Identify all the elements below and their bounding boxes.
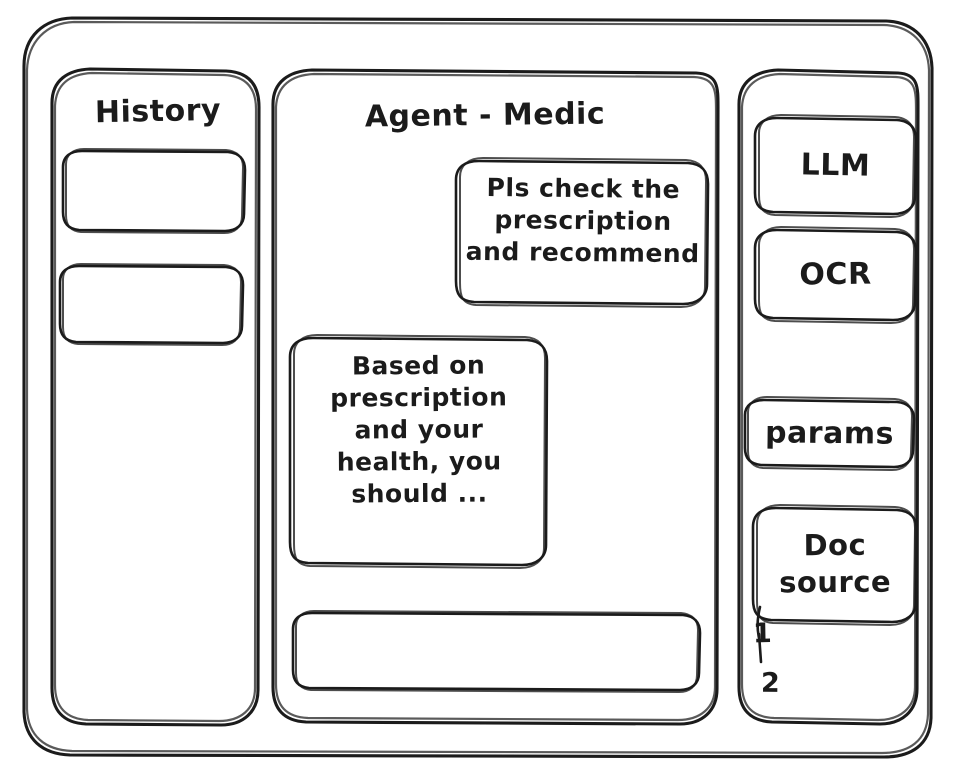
tool-chip-label: params [764, 415, 895, 452]
tool-chip-llm[interactable]: LLM [757, 117, 914, 215]
tool-chip-doc-source[interactable]: Doc source [755, 507, 915, 624]
history-item-outline-1 [61, 148, 247, 234]
doc-source-item-2[interactable]: 2 [760, 667, 781, 699]
history-item-outline-2 [58, 263, 245, 346]
tool-chip-params[interactable]: params [747, 399, 912, 469]
tool-chip-outline-llm [753, 114, 918, 218]
user-message-outline [454, 157, 710, 308]
tool-chip-outline-ocr [753, 226, 918, 324]
user-message-text: Pls check the prescription and recommend [465, 172, 700, 269]
assistant-message-outline [288, 334, 549, 569]
composer-outline [291, 610, 702, 693]
doc-source-connector [756, 605, 763, 664]
tool-chip-ocr[interactable]: OCR [757, 229, 914, 321]
history-item-1[interactable] [63, 150, 246, 232]
tool-chip-outline-doc-source [751, 504, 919, 626]
window-frame [22, 16, 934, 759]
doc-source-item-1[interactable]: 1 [752, 618, 773, 650]
assistant-message-text: Based on prescription and your health, y… [330, 350, 508, 509]
tool-chip-label: OCR [799, 256, 872, 293]
history-panel-outline [50, 67, 261, 727]
history-item-2[interactable] [60, 265, 243, 344]
main-panel-title: Agent - Medic [364, 96, 606, 135]
tool-chip-label: Doc source [779, 527, 892, 600]
main-panel-outline [271, 68, 720, 726]
history-panel-title: History [94, 92, 222, 131]
tool-chip-label: LLM [800, 147, 871, 184]
tool-chip-outline-params [743, 396, 916, 471]
tools-panel-outline [737, 68, 920, 726]
composer-input[interactable] [295, 613, 698, 690]
